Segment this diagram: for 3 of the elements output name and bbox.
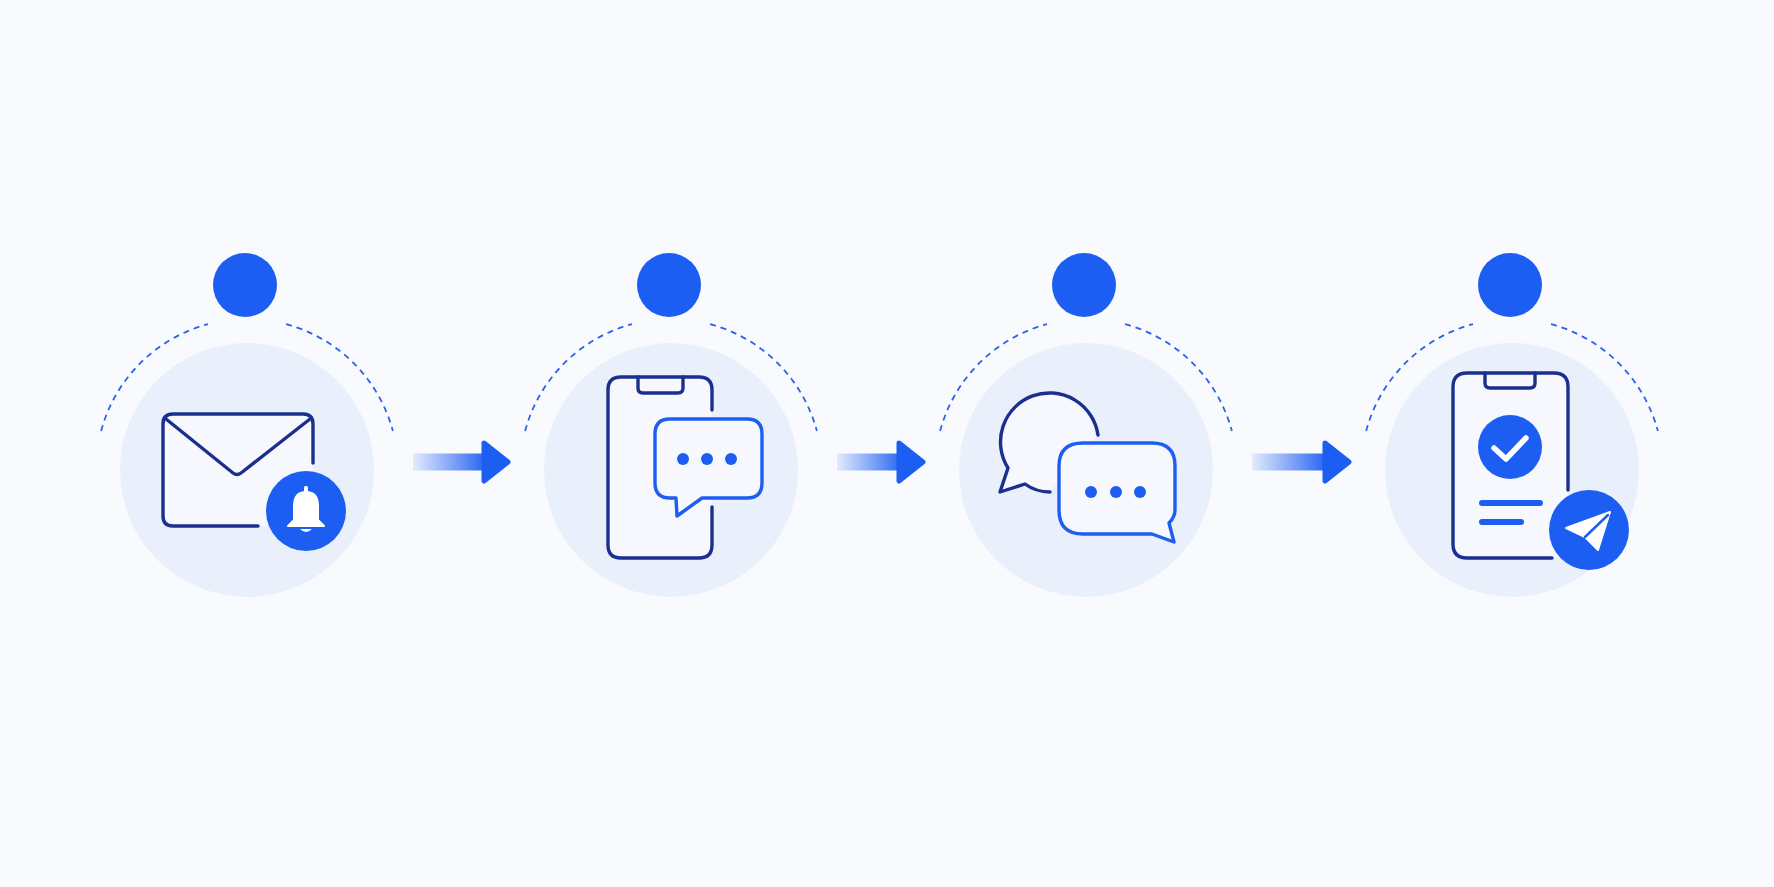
arrow [1252,440,1352,484]
arrow [837,440,926,484]
arrow [413,440,511,484]
